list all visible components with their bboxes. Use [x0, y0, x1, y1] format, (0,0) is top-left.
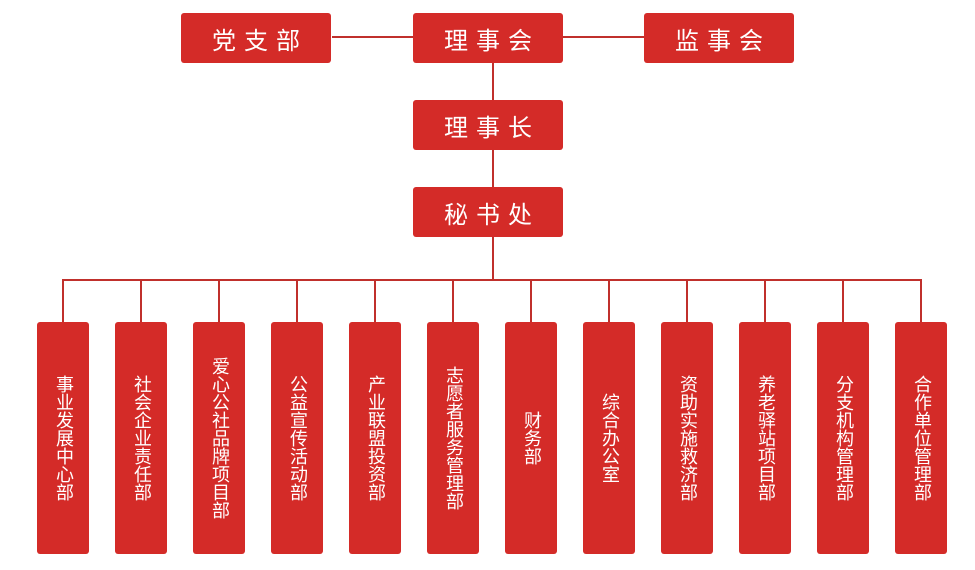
connector-left — [332, 36, 413, 38]
chairman-box: 理事长 — [413, 100, 563, 150]
connector-secretariat-bus — [492, 237, 494, 280]
secretariat-box: 秘书处 — [413, 187, 563, 237]
department-box: 事业发展中心部 — [37, 322, 89, 554]
drop-line — [296, 279, 298, 323]
drop-line — [920, 279, 922, 323]
department-box: 资助实施救济部 — [661, 322, 713, 554]
drop-line — [842, 279, 844, 323]
department-box: 养老驿站项目部 — [739, 322, 791, 554]
department-box: 志愿者服务管理部 — [427, 322, 479, 554]
connector-chairman-secretariat — [492, 150, 494, 188]
department-box: 合作单位管理部 — [895, 322, 947, 554]
drop-line — [218, 279, 220, 323]
drop-line — [374, 279, 376, 323]
department-box: 社会企业责任部 — [115, 322, 167, 554]
department-box: 产业联盟投资部 — [349, 322, 401, 554]
supervisory-board-box: 监事会 — [644, 13, 794, 63]
department-box: 爱心公社品牌项目部 — [193, 322, 245, 554]
drop-line — [452, 279, 454, 323]
council-box: 理事会 — [413, 13, 563, 63]
drop-line — [62, 279, 64, 323]
connector-right — [563, 36, 644, 38]
drop-line — [686, 279, 688, 323]
drop-line — [140, 279, 142, 323]
department-bus — [62, 279, 921, 281]
drop-line — [608, 279, 610, 323]
department-box: 财务部 — [505, 322, 557, 554]
connector-council-chairman — [492, 63, 494, 101]
drop-line — [764, 279, 766, 323]
department-box: 分支机构管理部 — [817, 322, 869, 554]
drop-line — [530, 279, 532, 323]
party-branch-box: 党支部 — [181, 13, 331, 63]
department-box: 综合办公室 — [583, 322, 635, 554]
department-box: 公益宣传活动部 — [271, 322, 323, 554]
